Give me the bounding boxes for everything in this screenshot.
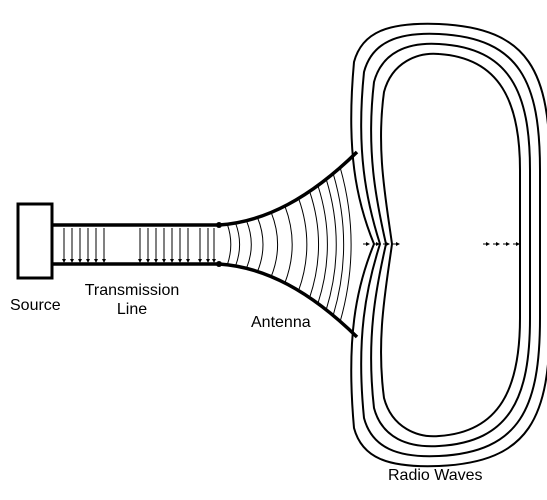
- source-label: Source: [10, 297, 61, 314]
- antenna-label: Antenna: [251, 314, 311, 331]
- antenna-field-arc: [235, 222, 241, 267]
- antenna-field-arc: [284, 205, 293, 284]
- source-box: [16, 202, 54, 280]
- antenna-field-arc: [298, 198, 308, 291]
- antenna-field-arc: [257, 217, 264, 272]
- radio-wave-loop: [350, 22, 547, 468]
- antenna-field-arc: [309, 191, 319, 298]
- antenna-field-arc: [270, 212, 279, 277]
- transmission-line-label-line1: Transmission: [84, 282, 180, 299]
- antenna-top-flare: [218, 150, 359, 227]
- antenna-field-lines: [226, 167, 352, 322]
- antenna-field-arc: [246, 220, 252, 269]
- transmission-line-field-lines: [62, 228, 216, 263]
- antenna-field-arc: [325, 179, 337, 310]
- antenna-field-arc: [332, 173, 345, 316]
- transmission-line-label-line2: Line: [116, 301, 148, 318]
- antenna-field-arc: [226, 224, 232, 265]
- radio-wave-loop: [380, 52, 521, 438]
- antenna-bottom-flare: [218, 262, 359, 339]
- radio-wave-loop: [370, 42, 531, 448]
- radio-wave-loops: [350, 22, 547, 468]
- radio-waves-label: Radio Waves: [388, 467, 483, 484]
- antenna-field-arc: [317, 185, 328, 304]
- transmission-line-label: Transmission Line: [76, 281, 188, 319]
- antenna-field-arc: [339, 167, 352, 322]
- radio-wave-loop: [360, 32, 541, 458]
